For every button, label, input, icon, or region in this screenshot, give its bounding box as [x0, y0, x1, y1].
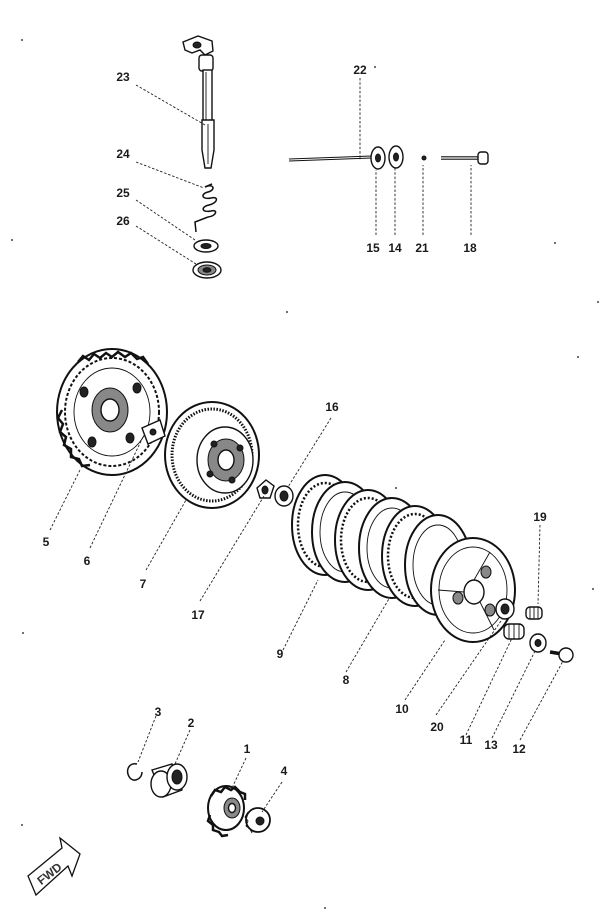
label-16: 16 — [325, 400, 339, 414]
part-10-pressure-plate — [430, 537, 516, 643]
part-13-washer — [529, 633, 547, 653]
label-15: 15 — [366, 241, 380, 255]
part-19-spring — [525, 606, 543, 620]
part-6-plate — [141, 419, 166, 445]
part-25-washer — [193, 239, 219, 253]
part-1-gear — [206, 785, 247, 838]
label-12: 12 — [512, 742, 526, 756]
part-22-push-rod — [288, 155, 373, 162]
label-7: 7 — [140, 577, 147, 591]
callout-labels: 23 24 25 26 22 15 14 21 18 16 5 6 7 17 9… — [43, 63, 547, 778]
part-21-ball — [421, 155, 427, 161]
part-3-circlip — [126, 763, 143, 781]
label-11: 11 — [460, 733, 473, 747]
part-12-bolt — [549, 647, 574, 663]
label-13: 13 — [484, 738, 498, 752]
label-18: 18 — [463, 241, 477, 255]
part-16-nut — [274, 485, 294, 507]
label-19: 19 — [533, 510, 547, 524]
part-18-push-rod — [441, 151, 489, 165]
label-22: 22 — [353, 63, 367, 77]
part-2-collar — [150, 763, 188, 798]
label-21: 21 — [415, 241, 429, 255]
part-23-push-lever — [182, 35, 215, 169]
part-24-spring — [194, 183, 218, 233]
leader-lines — [49, 78, 564, 813]
label-4: 4 — [281, 764, 288, 778]
label-9: 9 — [277, 647, 284, 661]
part-7-clutch-boss — [164, 401, 260, 509]
label-8: 8 — [343, 673, 350, 687]
label-25: 25 — [116, 186, 130, 200]
label-24: 24 — [116, 147, 130, 161]
part-15-bearing — [370, 146, 386, 170]
label-5: 5 — [43, 535, 50, 549]
label-1: 1 — [244, 742, 251, 756]
scan-specks — [11, 39, 599, 909]
part-4-nut — [244, 807, 271, 834]
part-11-spring — [503, 623, 525, 640]
part-20-nut — [495, 598, 515, 620]
part-17-lock-washer — [256, 479, 275, 499]
label-3: 3 — [155, 705, 162, 719]
fwd-arrow-mark: FWD — [27, 836, 81, 897]
label-10: 10 — [395, 702, 409, 716]
part-14-washer — [388, 145, 404, 169]
label-26: 26 — [116, 214, 130, 228]
label-17: 17 — [191, 608, 205, 622]
label-6: 6 — [84, 554, 91, 568]
label-14: 14 — [388, 241, 402, 255]
part-5-clutch-housing — [56, 348, 168, 476]
label-20: 20 — [430, 720, 444, 734]
label-23: 23 — [116, 70, 130, 84]
label-2: 2 — [188, 716, 195, 730]
part-26-oil-seal — [192, 261, 222, 279]
